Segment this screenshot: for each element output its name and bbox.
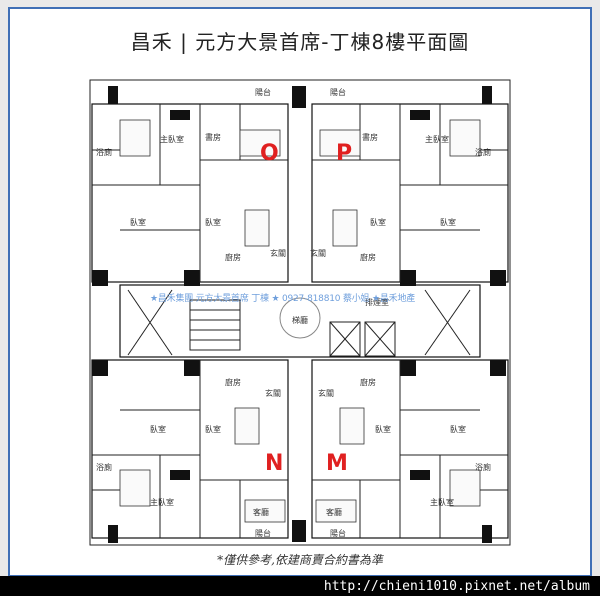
svg-text:客廳: 客廳 (326, 507, 342, 517)
svg-text:浴廁: 浴廁 (96, 147, 112, 157)
svg-text:臥室: 臥室 (205, 217, 221, 227)
unit-label-M: M (326, 451, 348, 476)
room-label-master-M: 主臥室 (430, 497, 454, 507)
unit-label-O: O (260, 141, 279, 166)
svg-text:梯廳: 梯廳 (292, 315, 308, 325)
svg-text:臥室: 臥室 (450, 424, 466, 434)
url-bar: http://chieni1010.pixnet.net/album (0, 576, 600, 596)
disclaimer-text: *僅供參考,依建商賣合約書為準 (217, 553, 383, 567)
svg-text:陽台: 陽台 (330, 528, 346, 538)
svg-text:陽台: 陽台 (255, 528, 271, 538)
source-url: http://chieni1010.pixnet.net/album (323, 579, 590, 594)
svg-text:浴廁: 浴廁 (96, 462, 112, 472)
svg-text:書房: 書房 (362, 132, 378, 142)
svg-text:玄關: 玄關 (310, 248, 326, 258)
room-label-master-P: 主臥室 (425, 134, 449, 144)
page-title: 昌禾 | 元方大景首席-丁棟8樓平面圖 (130, 30, 470, 54)
unit-label-N: N (265, 451, 283, 476)
svg-text:浴廁: 浴廁 (475, 147, 491, 157)
svg-text:臥室: 臥室 (130, 217, 146, 227)
room-label-master-N: 主臥室 (150, 497, 174, 507)
svg-text:浴廁: 浴廁 (475, 462, 491, 472)
svg-text:陽台: 陽台 (330, 87, 346, 97)
svg-text:臥室: 臥室 (375, 424, 391, 434)
svg-text:臥室: 臥室 (440, 217, 456, 227)
svg-text:臥室: 臥室 (150, 424, 166, 434)
svg-text:廚房: 廚房 (225, 377, 241, 387)
svg-text:客廳: 客廳 (253, 507, 269, 517)
watermark-text: ★昌禾集團 元方大景首席 丁棟 ★ 0927-818810 蔡小姐 ★昌禾地產 (150, 294, 416, 304)
svg-text:書房: 書房 (205, 132, 221, 142)
svg-text:臥室: 臥室 (370, 217, 386, 227)
svg-text:玄關: 玄關 (318, 388, 334, 398)
room-label-master-O: 主臥室 (160, 134, 184, 144)
unit-label-P: P (336, 141, 352, 166)
svg-text:廚房: 廚房 (360, 377, 376, 387)
svg-text:臥室: 臥室 (205, 424, 221, 434)
svg-text:廚房: 廚房 (360, 252, 376, 262)
svg-text:排煙室: 排煙室 (365, 297, 389, 307)
svg-text:玄關: 玄關 (270, 248, 286, 258)
svg-text:陽台: 陽台 (255, 87, 271, 97)
svg-text:玄關: 玄關 (265, 388, 281, 398)
svg-text:廚房: 廚房 (225, 252, 241, 262)
